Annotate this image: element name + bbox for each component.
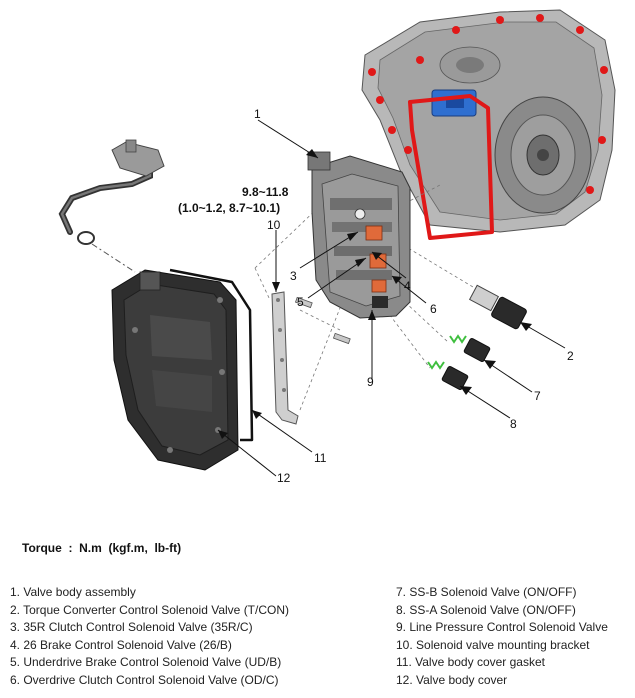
legend-item-6: 6. Overdrive Clutch Control Solenoid Val… <box>10 672 279 687</box>
torque-spec-value: 9.8~11.8 <box>242 185 289 199</box>
callout-1: 1 <box>254 107 261 121</box>
callout-6: 6 <box>430 302 437 316</box>
callout-10: 10 <box>267 218 281 232</box>
parts-legend-right: 7. SS-B Solenoid Valve (ON/OFF) 8. SS-A … <box>396 584 608 690</box>
torque-spec-conversions: (1.0~1.2, 8.7~10.1) <box>178 201 280 215</box>
exploded-view-diagram: 1 2 3 4 5 6 7 8 9 10 11 12 9.8~11.8 (1.0… <box>58 9 616 485</box>
legend-item-1: 1. Valve body assembly <box>10 585 136 599</box>
callout-12: 12 <box>277 471 291 485</box>
callout-9: 9 <box>367 375 374 389</box>
legend-item-9: 9. Line Pressure Control Solenoid Valve <box>396 620 608 635</box>
valve-body-cover-gasket <box>169 268 254 442</box>
callout-11: 11 <box>314 451 327 465</box>
legend-item-12: 12. Valve body cover <box>396 672 508 687</box>
callout-3: 3 <box>290 269 297 283</box>
callout-7: 7 <box>534 389 541 403</box>
torque-units-heading: Torque : N.m (kgf.m, lb-ft) <box>22 541 182 555</box>
callout-2: 2 <box>567 349 574 363</box>
transmission-housing <box>361 9 616 240</box>
ss-b-solenoid <box>449 334 491 363</box>
legend-item-3: 3. 35R Clutch Control Solenoid Valve (35… <box>10 620 253 635</box>
torque-converter-solenoid <box>468 284 527 330</box>
callout-5: 5 <box>297 295 304 309</box>
valve-body-assembly <box>307 151 411 319</box>
valve-body-cover <box>111 269 239 471</box>
solenoid-valve-mounting-bracket <box>271 291 299 425</box>
legend-item-7: 7. SS-B Solenoid Valve (ON/OFF) <box>396 585 577 599</box>
ss-a-solenoid <box>427 360 469 391</box>
callout-4: 4 <box>404 279 411 293</box>
legend-item-2: 2. Torque Converter Control Solenoid Val… <box>10 602 290 617</box>
legend-item-11: 11. Valve body cover gasket <box>396 655 545 670</box>
legend-item-8: 8. SS-A Solenoid Valve (ON/OFF) <box>396 602 576 617</box>
leader-arrowheads <box>218 149 532 439</box>
breather-pipe <box>58 139 165 273</box>
legend-item-10: 10. Solenoid valve mounting bracket <box>396 637 590 652</box>
mounting-bolts <box>294 296 351 345</box>
parts-legend-left: 1. Valve body assembly 2. Torque Convert… <box>10 584 289 690</box>
legend-item-4: 4. 26 Brake Control Solenoid Valve (26/B… <box>10 637 232 652</box>
legend-item-5: 5. Underdrive Brake Control Solenoid Val… <box>10 655 282 670</box>
callout-8: 8 <box>510 417 517 431</box>
